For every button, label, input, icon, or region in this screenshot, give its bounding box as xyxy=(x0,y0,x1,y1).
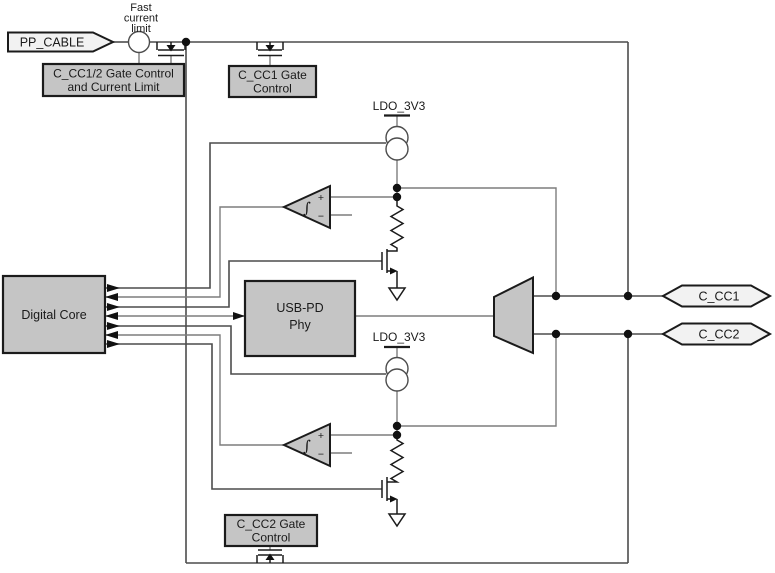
usb-pd-phy-box xyxy=(243,279,357,358)
arrow-out-row1 xyxy=(107,284,120,292)
cc-mux-body xyxy=(493,275,534,355)
pulldown-resistor-top-icon xyxy=(387,197,405,252)
fast-current-limit-label-2: current xyxy=(124,13,158,25)
pp-cable-fet-icon xyxy=(156,42,186,57)
c-cc1-label: C_CC1 xyxy=(699,290,740,304)
wire-sense-bottom xyxy=(397,334,557,427)
comparator-bottom-hysteresis-icon: ∫ xyxy=(303,437,311,455)
cc1-gate-control-box xyxy=(227,64,318,99)
nmos-top-icon xyxy=(381,249,398,288)
pp-cable-shape xyxy=(7,31,116,53)
ldo-bottom-label: LDO_3V3 xyxy=(373,330,426,344)
c-cc2-label: C_CC2 xyxy=(699,328,740,342)
comparator-top-minus: − xyxy=(318,211,324,223)
usb-pd-phy-line1: USB-PD xyxy=(276,301,323,315)
comparator-bottom-body xyxy=(281,422,331,468)
block-cc12-gate-control: C_CC1/2 Gate Control and Current Limit xyxy=(41,62,186,98)
arrow-in-row6 xyxy=(105,331,118,339)
cc12-gate-control-line1: C_CC1/2 Gate Control xyxy=(53,67,174,81)
block-cc1-gate-control: C_CC1 Gate Control xyxy=(227,64,318,99)
pin-c-cc2: C_CC2 xyxy=(660,322,773,346)
cc12-gate-control-box xyxy=(41,62,186,98)
ldo-rail-top: LDO_3V3 xyxy=(373,99,426,117)
arrow-out-row3 xyxy=(107,303,120,311)
cc-mux xyxy=(493,275,534,355)
comparator-bottom-minus: − xyxy=(318,449,324,461)
comparator-bottom-plus: + xyxy=(318,430,324,442)
fast-current-limit-label-1: Fast xyxy=(130,2,151,14)
digital-core-label: Digital Core xyxy=(21,308,86,322)
comparator-top: + − ∫ xyxy=(281,184,331,230)
arrow-out-row7 xyxy=(107,340,120,348)
ldo-rail-bottom: LDO_3V3 xyxy=(373,330,426,349)
gnd-top-icon xyxy=(387,287,407,302)
digital-core-box xyxy=(1,274,107,355)
wire-sense-top xyxy=(397,187,557,296)
arrow-into-phy xyxy=(233,312,245,320)
cc2-gate-fet-icon xyxy=(256,549,284,563)
junction-dots xyxy=(181,37,633,440)
comparator-top-hysteresis-icon: ∫ xyxy=(303,199,311,217)
pp-cable-label: PP_CABLE xyxy=(20,36,85,50)
pulldown-resistor-bottom-icon xyxy=(387,435,405,483)
comparator-top-plus: + xyxy=(318,192,324,204)
digital-core-arrows xyxy=(105,284,120,348)
cc2-gate-control-line2: Control xyxy=(252,531,291,545)
wire-dc-row7 xyxy=(105,343,382,490)
fast-current-limit-label-3: limit xyxy=(131,23,151,35)
cc12-gate-control-line2: and Current Limit xyxy=(67,80,160,94)
digital-core-block: Digital Core xyxy=(1,274,107,355)
arrow-in-row4 xyxy=(105,312,118,320)
wire-dc-row2 xyxy=(105,206,284,298)
c-cc1-shape xyxy=(660,284,773,308)
c-cc2-shape xyxy=(660,322,773,346)
comparator-top-body xyxy=(281,184,331,230)
current-source-bottom-icon xyxy=(385,356,409,392)
usb-pd-phy-block: USB-PD Phy xyxy=(233,279,357,358)
arrow-in-row2 xyxy=(105,293,118,301)
block-cc2-gate-control: C_CC2 Gate Control xyxy=(223,513,319,548)
gnd-bottom-icon xyxy=(387,513,407,528)
wire-dc-row5 xyxy=(105,325,386,375)
nmos-bottom-icon xyxy=(381,477,398,514)
cc2-gate-control-box xyxy=(223,513,319,548)
current-sensor-icon xyxy=(127,30,151,54)
arrow-out-row5 xyxy=(107,322,120,330)
wire-dc-row1 xyxy=(105,142,386,289)
comparator-bottom: + − ∫ xyxy=(281,422,331,468)
pin-c-cc1: C_CC1 xyxy=(660,284,773,308)
wires xyxy=(105,41,663,564)
pp-cable-pin: PP_CABLE xyxy=(7,31,116,53)
usb-pd-phy-line2: Phy xyxy=(289,318,311,332)
cc1-gate-control-line1: C_CC1 Gate xyxy=(238,68,307,82)
cc2-gate-control-line1: C_CC2 Gate xyxy=(237,517,306,531)
cc1-gate-fet-icon xyxy=(256,42,284,57)
cc1-gate-control-line2: Control xyxy=(253,82,292,96)
fast-current-limit-sensor: Fast current limit xyxy=(124,2,158,54)
current-source-top-icon xyxy=(385,125,409,161)
ldo-top-label: LDO_3V3 xyxy=(373,99,426,113)
wire-dc-row6 xyxy=(105,334,284,446)
wire-dc-row3 xyxy=(105,260,382,308)
